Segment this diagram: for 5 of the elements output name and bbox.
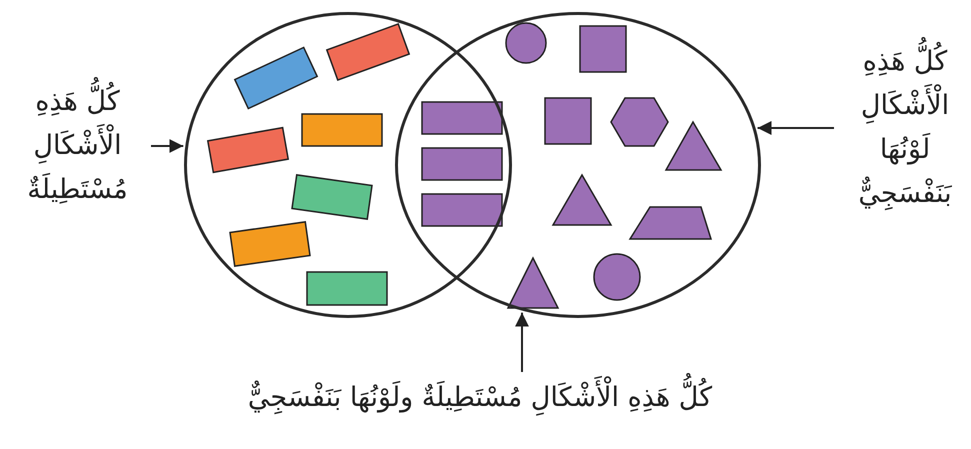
arrow <box>151 139 184 153</box>
set-circle <box>395 12 761 318</box>
arrow <box>515 312 529 372</box>
arrow <box>758 121 834 135</box>
set-circle <box>184 12 512 318</box>
